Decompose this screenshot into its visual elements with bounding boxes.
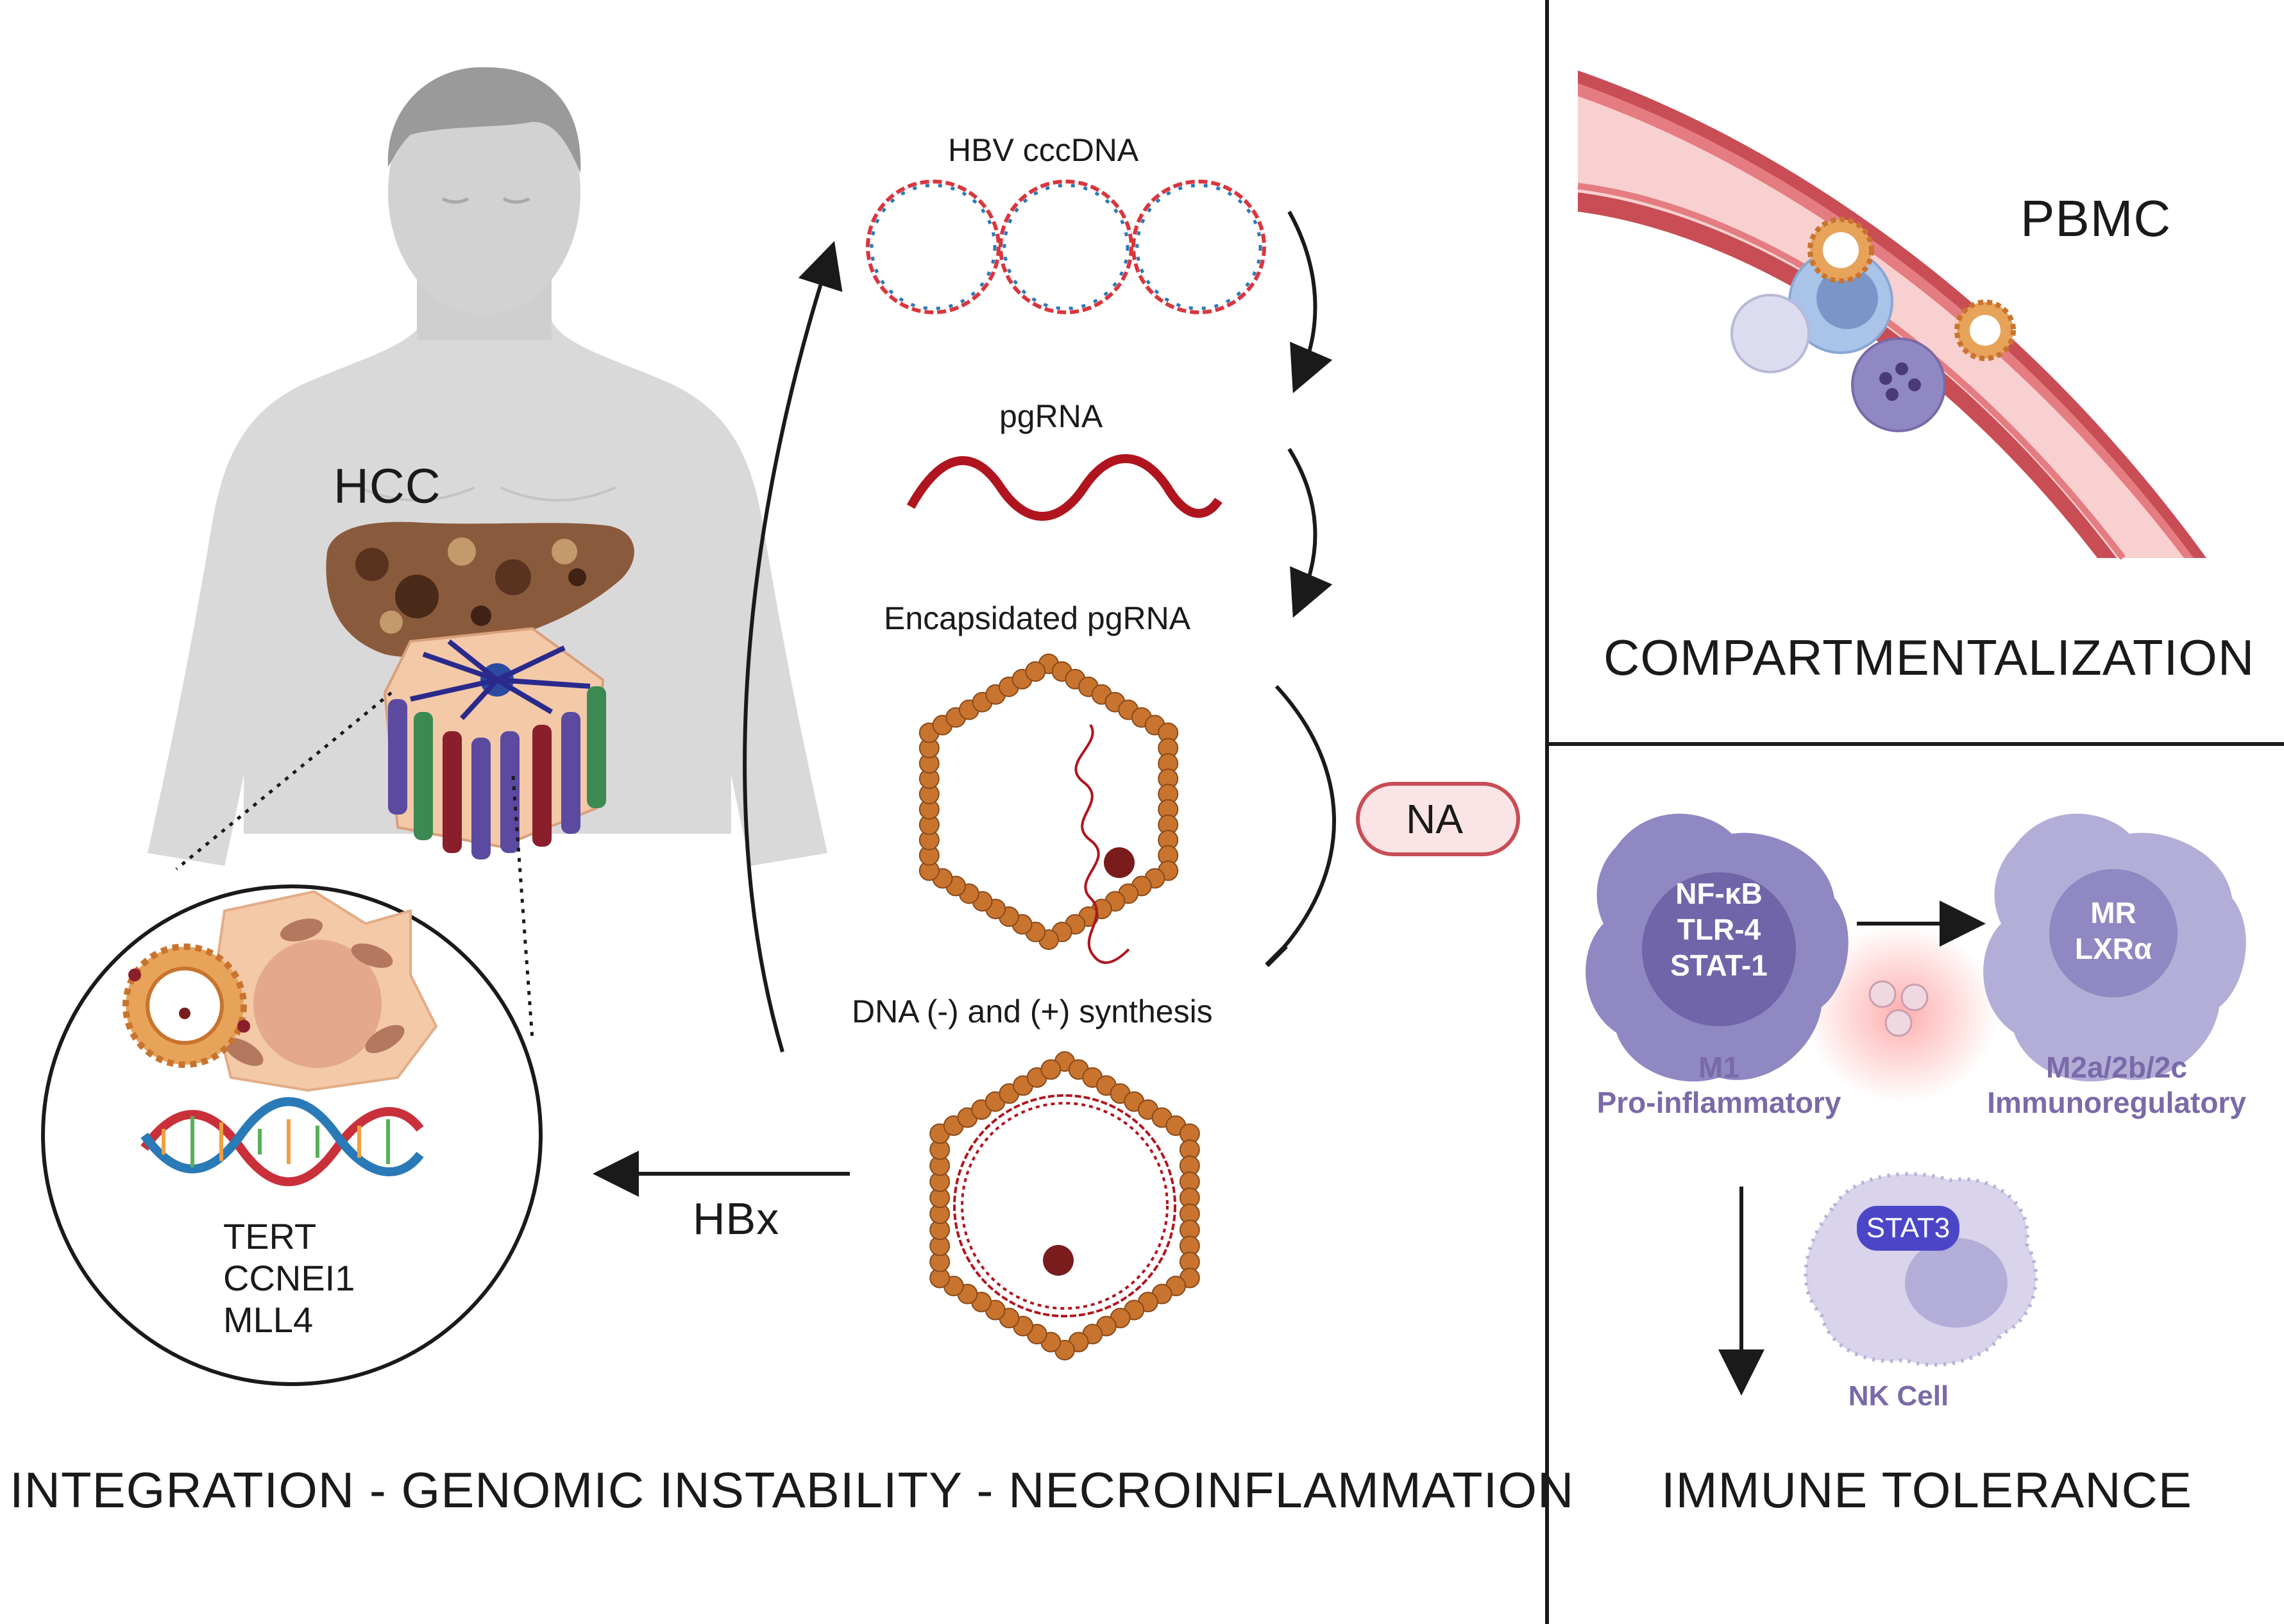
m1-sublabel: Pro-inflammatory xyxy=(1596,1086,1841,1119)
rcdna-plus-icon xyxy=(961,1102,1169,1310)
transcription-arrow xyxy=(1287,210,1333,394)
pbmc-cells-icon xyxy=(1730,217,2016,432)
integration-arrow xyxy=(743,241,843,1053)
zoom-line-right xyxy=(511,775,534,1040)
pgrna-icon xyxy=(906,454,1222,521)
immune-tolerance-footer: IMMUNE TOLERANCE xyxy=(1661,1462,2192,1518)
m1-macrophage-icon xyxy=(1586,813,1848,1082)
m2-marker-lxra: LXRα xyxy=(2074,932,2153,965)
inhibition-bar xyxy=(1265,944,1288,967)
integration-footer: INTEGRATION - GENOMIC INSTABILITY - NECR… xyxy=(10,1462,1575,1518)
m2-marker-mr: MR xyxy=(2090,896,2136,929)
capsid-bead xyxy=(1025,661,1046,682)
hepatocyte-icon xyxy=(210,890,438,1092)
gene-tert: TERT xyxy=(223,1216,317,1256)
gene-mll4: MLL4 xyxy=(223,1299,314,1340)
nk-cell-icon xyxy=(1804,1172,2038,1367)
na-label: NA xyxy=(1406,796,1463,842)
na-inhibition-arc xyxy=(1274,684,1336,958)
compartmentalization-footer: COMPARTMENTALIZATION xyxy=(1603,629,2255,686)
polymerase-2-icon xyxy=(1043,1245,1074,1276)
nk-label: NK Cell xyxy=(1848,1380,1949,1412)
liver-lobule-icon xyxy=(383,627,606,859)
m1-marker-tlr4: TLR-4 xyxy=(1677,913,1761,946)
cccdna-label: HBV cccDNA xyxy=(948,132,1139,168)
encapsidation-arrow xyxy=(1287,448,1333,618)
m2-sublabel: Immunoregulatory xyxy=(1987,1086,2246,1119)
pbmc-label: PBMC xyxy=(2020,190,2172,247)
polymerase-icon xyxy=(1104,847,1135,878)
encapsidated-capsid-icon xyxy=(918,654,1179,950)
synthesis-capsid-icon xyxy=(929,1051,1200,1360)
nk-marker-stat3: STAT3 xyxy=(1866,1212,1950,1244)
capsid-bead xyxy=(1040,1059,1062,1080)
hbv-virion-icon xyxy=(123,943,250,1068)
m2-label: M2a/2b/2c xyxy=(2046,1051,2187,1084)
granulocyte-cluster-icon xyxy=(1868,980,1929,1037)
gene-ccnei1: CCNEI1 xyxy=(223,1258,355,1298)
na-pill xyxy=(1356,782,1520,856)
pgrna-label: pgRNA xyxy=(999,398,1103,434)
encapsidated-label: Encapsidated pgRNA xyxy=(884,600,1191,636)
m1-marker-stat1: STAT-1 xyxy=(1670,949,1768,982)
liver-icon xyxy=(326,521,634,657)
blood-vessel-icon xyxy=(1577,71,2206,561)
cccdna-icon xyxy=(866,180,1266,314)
rcdna-minus-icon xyxy=(953,1094,1176,1317)
m1-label: M1 xyxy=(1698,1051,1739,1084)
hcc-label: HCC xyxy=(334,459,441,514)
dna-helix-icon xyxy=(140,1097,424,1187)
encapsidated-rna-icon xyxy=(1074,723,1130,964)
m2-macrophage-icon xyxy=(1983,813,2246,1082)
hbx-label: HBx xyxy=(693,1194,780,1244)
synthesis-label: DNA (-) and (+) synthesis xyxy=(852,994,1213,1029)
m1-marker-nfkb: NF-κB xyxy=(1675,877,1763,910)
